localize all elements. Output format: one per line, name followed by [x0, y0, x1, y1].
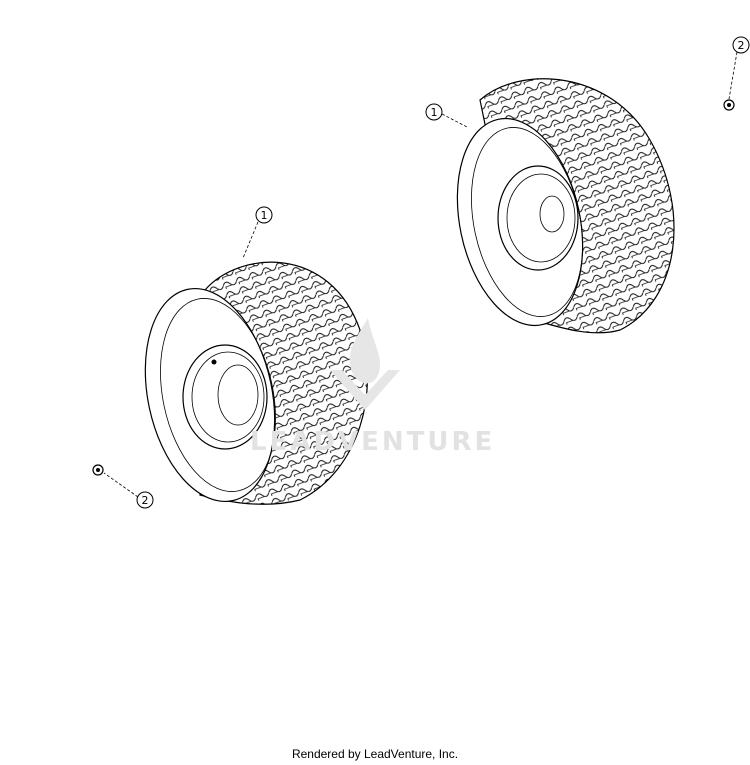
callout-1-right[interactable]: 1	[425, 103, 468, 128]
footer-credit: Rendered by LeadVenture, Inc.	[291, 747, 459, 761]
rim-right	[497, 165, 579, 271]
valve-stem-icon	[211, 359, 217, 365]
callout-1-left[interactable]: 1	[242, 206, 273, 259]
tire-wheel-left[interactable]	[127, 261, 369, 513]
tire-wheel-right[interactable]	[439, 78, 675, 337]
callout-label: 2	[142, 494, 149, 507]
screw-left[interactable]	[92, 464, 104, 476]
callout-label: 2	[738, 39, 745, 52]
callout-label: 1	[261, 209, 268, 222]
callout-label: 1	[431, 106, 438, 119]
watermark-text: LEADVENTURE	[250, 427, 495, 457]
hub-right	[539, 195, 565, 233]
callout-2-left[interactable]: 2	[103, 472, 154, 509]
screw-right[interactable]	[723, 99, 735, 111]
watermark-logo: LEADVENTURE	[250, 318, 495, 457]
callout-2-right[interactable]: 2	[728, 36, 750, 100]
